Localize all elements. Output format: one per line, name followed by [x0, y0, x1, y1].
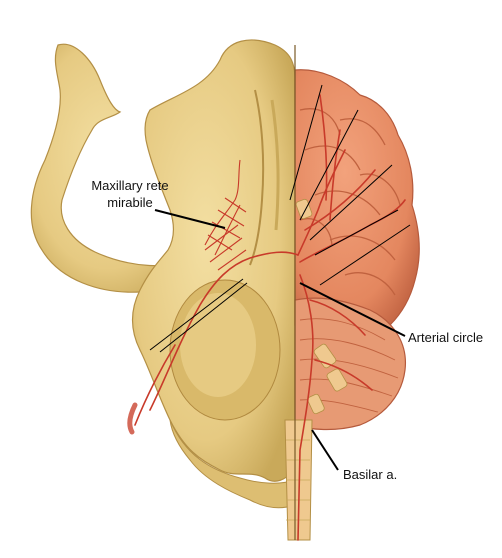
label-maxillary-line2: mirabile: [107, 195, 153, 210]
brain-cerebellum: [294, 297, 407, 431]
label-arterial-circle: Arterial circle: [408, 330, 484, 345]
label-maxillary-rete-mirabile: Maxillary rete mirabile: [80, 177, 180, 211]
label-maxillary-line1: Maxillary rete: [91, 178, 169, 193]
label-basilar-artery: Basilar a.: [343, 467, 398, 482]
leader-lines: [149, 84, 411, 471]
rete-mirabile: [204, 159, 247, 271]
skull-base: [169, 419, 296, 509]
